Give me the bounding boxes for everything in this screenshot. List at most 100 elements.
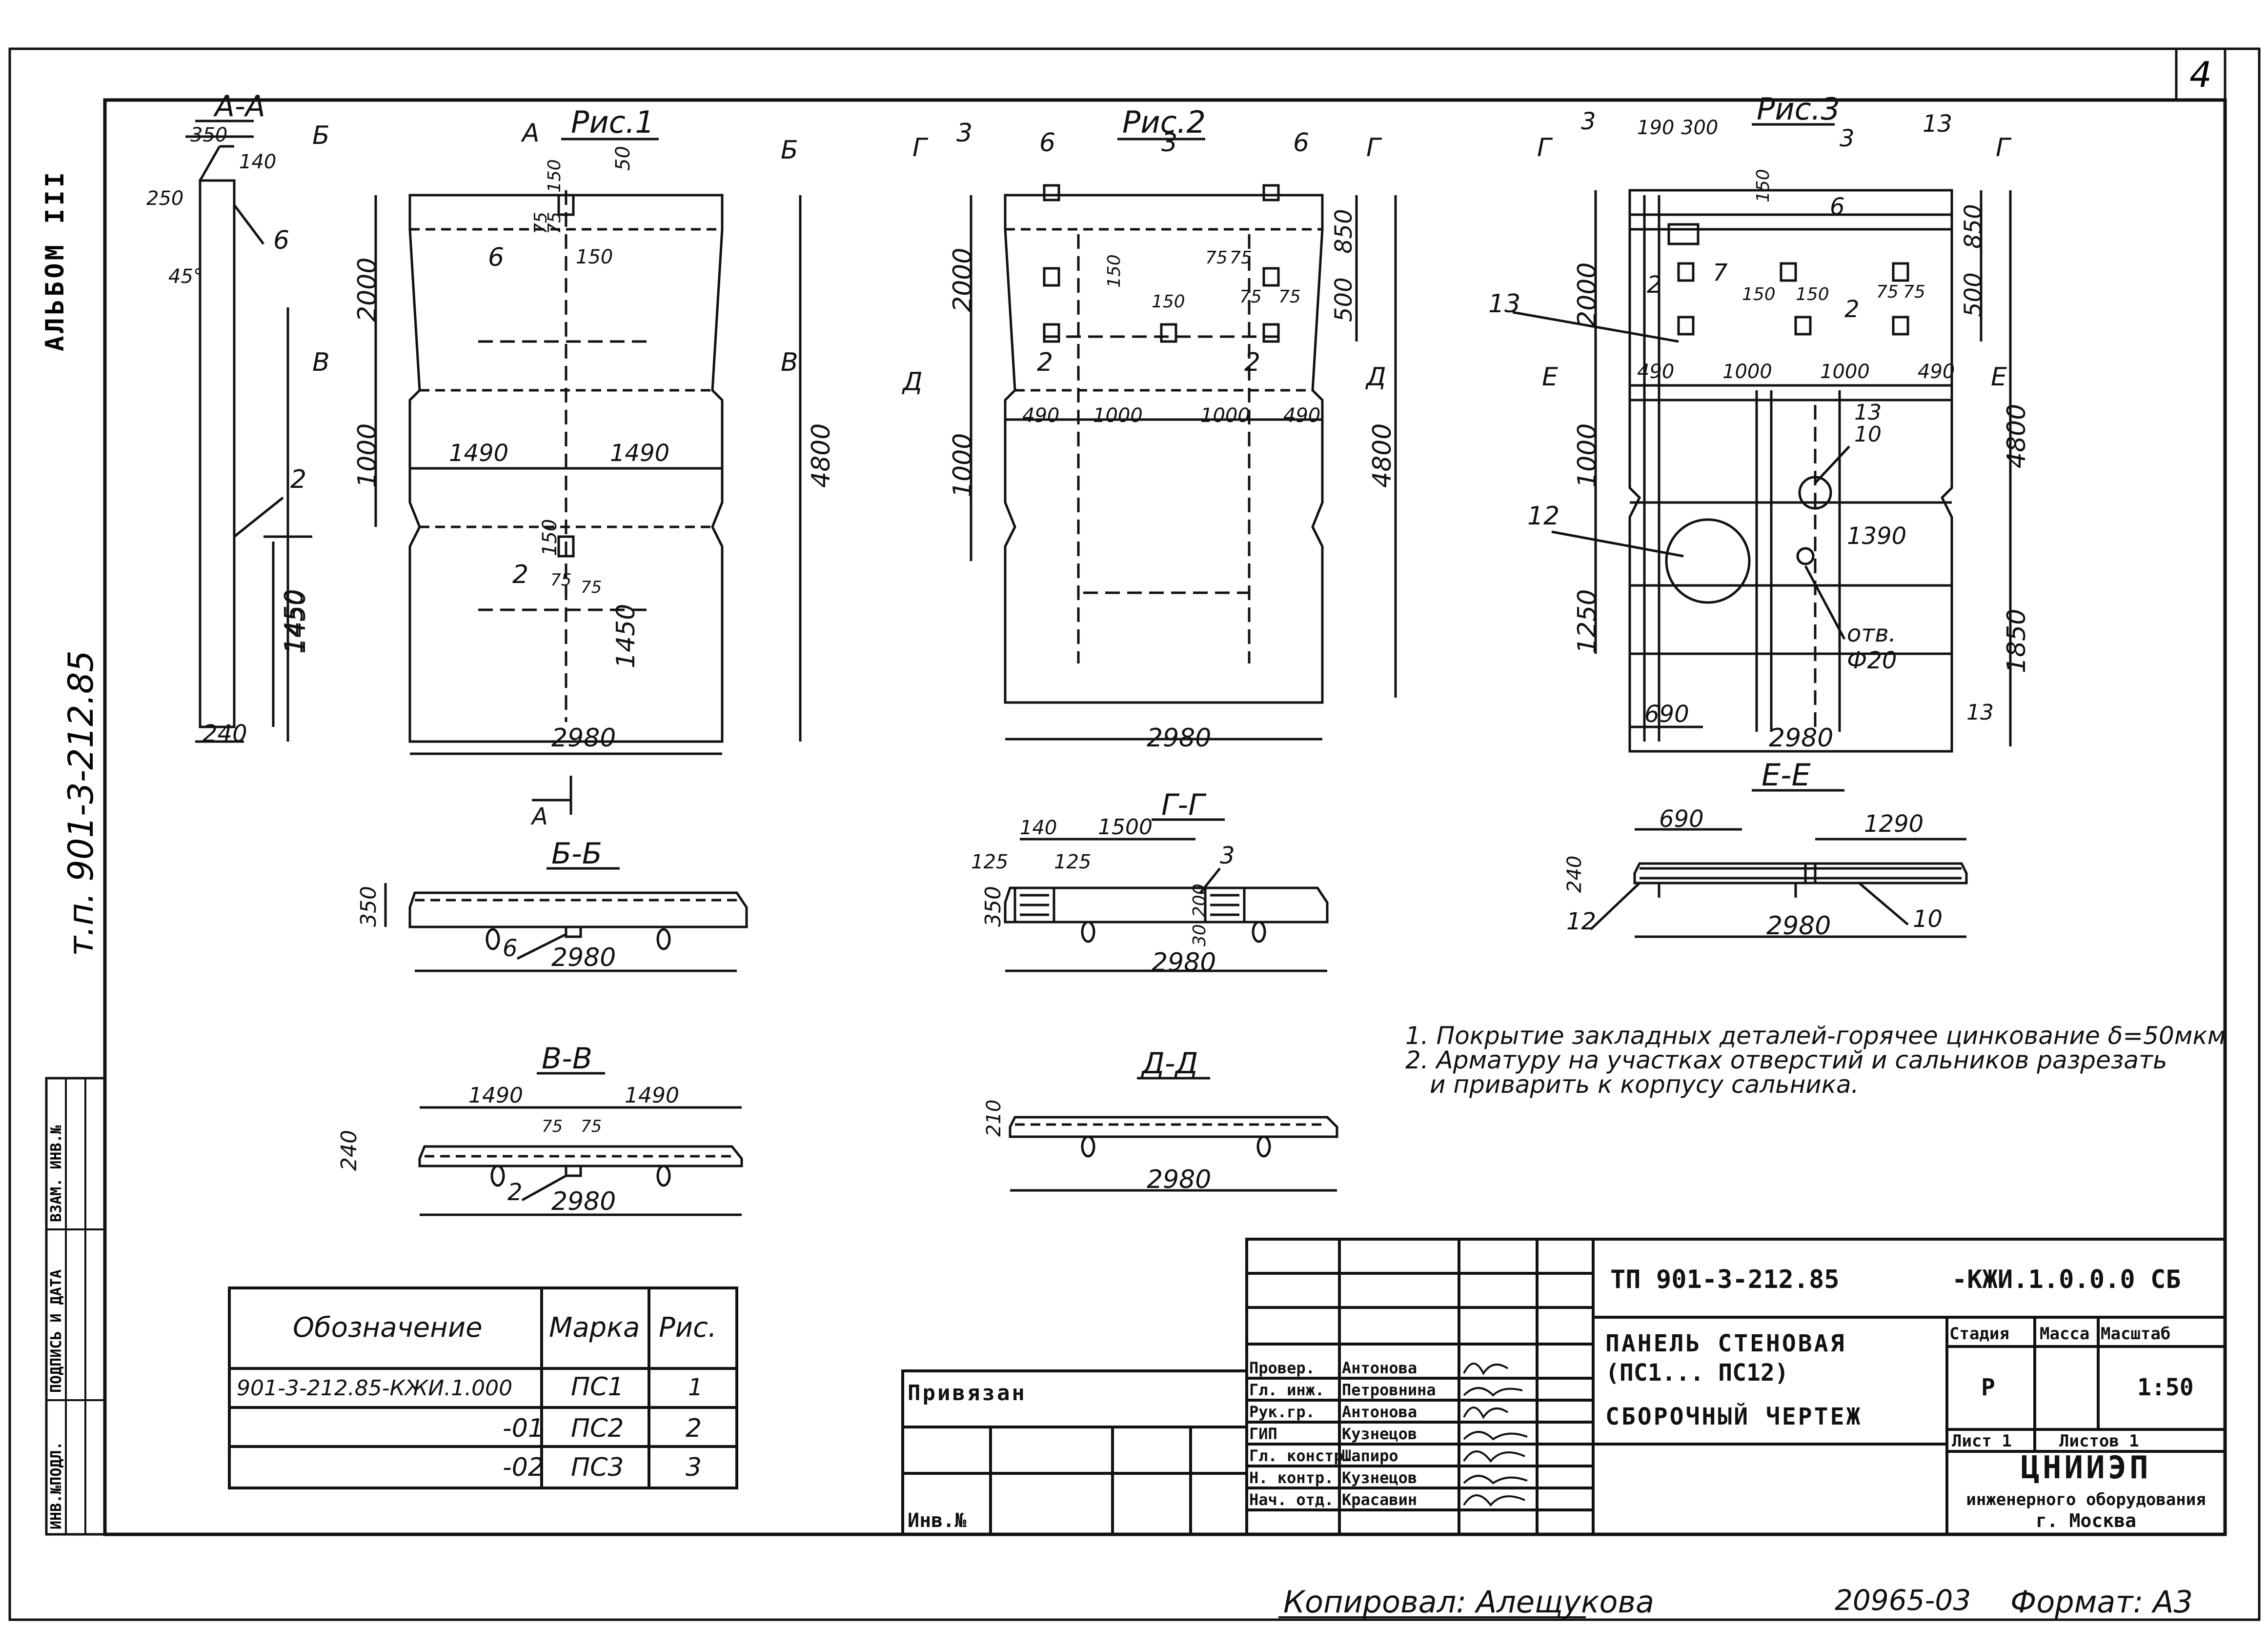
name-norm-control: Кузнецов xyxy=(1342,1468,1417,1487)
mass-header: Масса xyxy=(2040,1324,2089,1344)
note-2b: и приварить к корпусу сальника. xyxy=(1430,1070,1859,1099)
view-gg: Г-Г 140 1500 125 125 350 200 30 2980 3 xyxy=(971,788,1329,977)
role-chief-constr: Гл. констр. xyxy=(1249,1447,1353,1465)
svg-text:45°: 45° xyxy=(168,265,203,288)
svg-text:150: 150 xyxy=(539,519,561,556)
org-name: ЦНИИЭП xyxy=(2021,1450,2151,1486)
spec-row-1-designation: 901-3-212.85-КЖИ.1.000 xyxy=(237,1376,512,1401)
svg-text:300: 300 xyxy=(1681,117,1718,139)
svg-text:490: 490 xyxy=(1283,404,1320,427)
svg-text:75: 75 xyxy=(1278,287,1301,307)
svg-text:12: 12 xyxy=(1566,908,1596,935)
view-ee: Е-Е 690 1290 240 2980 12 10 xyxy=(1563,757,1968,941)
page-number-box xyxy=(2175,47,2227,101)
svg-text:490: 490 xyxy=(1637,361,1674,383)
svg-text:3: 3 xyxy=(956,119,972,148)
svg-text:В: В xyxy=(312,348,330,377)
svg-text:1450: 1450 xyxy=(611,604,641,668)
side-col-inv: ИНВ.№ПОДЛ. xyxy=(48,1441,65,1529)
notes: 1. Покрытие закладных деталей-горячее ци… xyxy=(1405,1022,2226,1099)
svg-text:Г: Г xyxy=(1537,133,1553,162)
svg-text:1490: 1490 xyxy=(468,1083,523,1108)
svg-text:Д: Д xyxy=(1365,362,1386,392)
svg-text:75: 75 xyxy=(1239,287,1262,307)
name-group-head: Антонова xyxy=(1342,1403,1417,1421)
svg-text:10: 10 xyxy=(1913,905,1943,933)
svg-text:1290: 1290 xyxy=(1864,810,1924,838)
spec-row-3-designation: -02 xyxy=(503,1453,544,1482)
svg-text:1450: 1450 xyxy=(280,589,309,654)
project-code: ТП 901-3-212.85 xyxy=(1610,1265,1840,1294)
svg-text:200: 200 xyxy=(1190,884,1210,917)
svg-text:1000: 1000 xyxy=(1820,361,1870,383)
svg-text:Б: Б xyxy=(781,136,798,165)
svg-text:140: 140 xyxy=(1020,817,1057,839)
svg-text:2: 2 xyxy=(1244,348,1260,377)
svg-text:2000: 2000 xyxy=(1573,262,1602,327)
spec-row-1-fig: 1 xyxy=(688,1374,703,1401)
svg-text:1390: 1390 xyxy=(1847,523,1906,550)
svg-text:3: 3 xyxy=(1840,125,1855,152)
svg-text:75: 75 xyxy=(581,1117,602,1136)
svg-text:75: 75 xyxy=(1903,282,1925,302)
svg-text:1000: 1000 xyxy=(1573,423,1602,488)
svg-text:2980: 2980 xyxy=(1147,724,1211,753)
role-chief-eng: Гл. инж. xyxy=(1249,1381,1324,1399)
svg-text:Е-Е: Е-Е xyxy=(1762,757,1811,793)
svg-text:240: 240 xyxy=(337,1130,362,1171)
svg-text:2: 2 xyxy=(1844,296,1860,323)
spec-row-1-mark: ПС1 xyxy=(571,1372,624,1402)
svg-text:2980: 2980 xyxy=(1769,724,1833,753)
svg-text:240: 240 xyxy=(1563,856,1586,893)
fig2-title: Рис.2 xyxy=(1122,104,1206,140)
svg-text:190: 190 xyxy=(1637,117,1674,139)
svg-text:125: 125 xyxy=(971,851,1008,873)
view-aa: А-А 350 140 250 45° 1450 240 6 2 xyxy=(146,89,312,747)
svg-text:1490: 1490 xyxy=(610,440,669,467)
svg-text:140: 140 xyxy=(239,151,276,173)
scale-header: Масштаб xyxy=(2101,1324,2170,1344)
svg-text:250: 250 xyxy=(146,187,183,210)
view-fig2: Рис.2 Г Г Д Д 2000 1000 850 500 4800 490… xyxy=(902,104,1397,753)
svg-text:690: 690 xyxy=(1659,805,1704,833)
side-col-sign: ПОДПИСЬ И ДАТА xyxy=(48,1269,65,1393)
svg-text:Г: Г xyxy=(1366,133,1382,162)
svg-text:1490: 1490 xyxy=(449,440,508,467)
role-norm-control: Н. контр. xyxy=(1249,1468,1334,1487)
svg-text:2: 2 xyxy=(290,465,306,494)
svg-text:Г: Г xyxy=(1996,133,2012,162)
svg-text:13: 13 xyxy=(1923,110,1952,138)
svg-text:30: 30 xyxy=(1190,924,1210,946)
format: Формат: А3 xyxy=(2010,1584,2193,1620)
svg-text:350: 350 xyxy=(190,124,227,146)
spec-row-2-mark: ПС2 xyxy=(571,1414,624,1443)
view-dd: Д-Д 210 2980 xyxy=(983,1046,1338,1194)
svg-text:2: 2 xyxy=(1037,348,1053,377)
title-line-1: ПАНЕЛЬ СТЕНОВАЯ xyxy=(1605,1330,1846,1357)
svg-text:1500: 1500 xyxy=(1098,815,1153,840)
svg-text:690: 690 xyxy=(1644,701,1689,728)
svg-text:6: 6 xyxy=(1293,128,1309,158)
title-block: Привязан Инв.№ Провер. Гл. инж. Рук.гр. … xyxy=(901,1238,2227,1536)
side-album: АЛЬБОМ III xyxy=(40,169,70,351)
fig3-hole-label-1: отв. xyxy=(1847,620,1896,647)
svg-text:1250: 1250 xyxy=(1573,589,1602,654)
fig3-hole-label-2: Ф20 xyxy=(1847,647,1897,674)
svg-text:2980: 2980 xyxy=(1766,911,1831,941)
svg-text:150: 150 xyxy=(1152,292,1185,312)
svg-text:2: 2 xyxy=(1647,271,1662,299)
svg-text:4800: 4800 xyxy=(2002,404,2031,468)
stage-value: Р xyxy=(1981,1374,1995,1401)
stage-header: Стадия xyxy=(1949,1324,2009,1344)
svg-text:3: 3 xyxy=(1581,108,1596,135)
svg-text:Г-Г: Г-Г xyxy=(1161,788,1207,822)
svg-text:1000: 1000 xyxy=(1093,404,1143,427)
sheets-label: Листов 1 xyxy=(2059,1431,2139,1451)
svg-text:В-В: В-В xyxy=(542,1042,592,1076)
svg-text:240: 240 xyxy=(202,720,247,747)
svg-text:3: 3 xyxy=(1220,842,1235,869)
svg-text:2000: 2000 xyxy=(948,248,977,312)
svg-text:150: 150 xyxy=(1104,254,1124,288)
copied-by: Копировал: Алещукова xyxy=(1283,1584,1654,1620)
